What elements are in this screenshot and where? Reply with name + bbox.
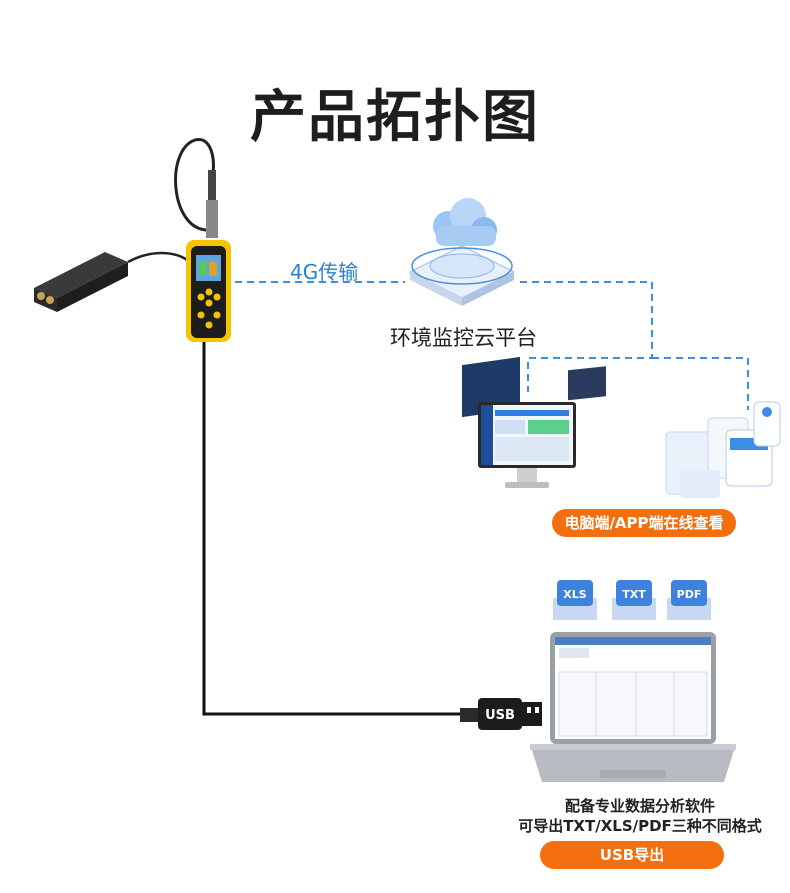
link-to-mobile [652,357,749,410]
usb-export-badge: USB导出 [540,841,724,869]
desktop-dashboard-icon [462,356,606,488]
probe-connector [208,170,216,200]
sensor-cable [127,251,191,264]
usb-cable [202,340,468,716]
handheld-detector-icon [186,240,231,342]
cloud-platform-icon [408,198,516,306]
format-xls: XLS [563,588,586,601]
laptop-software-icon [530,632,736,782]
software-caption-1: 配备专业数据分析软件 [564,797,715,815]
format-txt: TXT [622,588,646,601]
mobile-app-icon [665,401,781,498]
network-links [235,281,749,410]
usb-plug-label: USB [485,708,515,723]
page-title: 产品拓扑图 [250,85,540,150]
connector-metal [206,200,218,238]
cloud-platform-label: 环境监控云平台 [390,326,537,350]
file-format-icons: XLS TXT PDF [553,580,711,620]
software-caption-2: 可导出TXT/XLS/PDF三种不同格式 [518,817,762,835]
usb-plug-icon: USB [460,698,542,730]
transmission-label: 4G传输 [290,260,359,284]
sensor-box-icon [34,252,128,312]
format-pdf: PDF [677,588,702,601]
online-view-badge: 电脑端/APP端在线查看 [552,509,736,537]
probe-cable [174,138,215,232]
